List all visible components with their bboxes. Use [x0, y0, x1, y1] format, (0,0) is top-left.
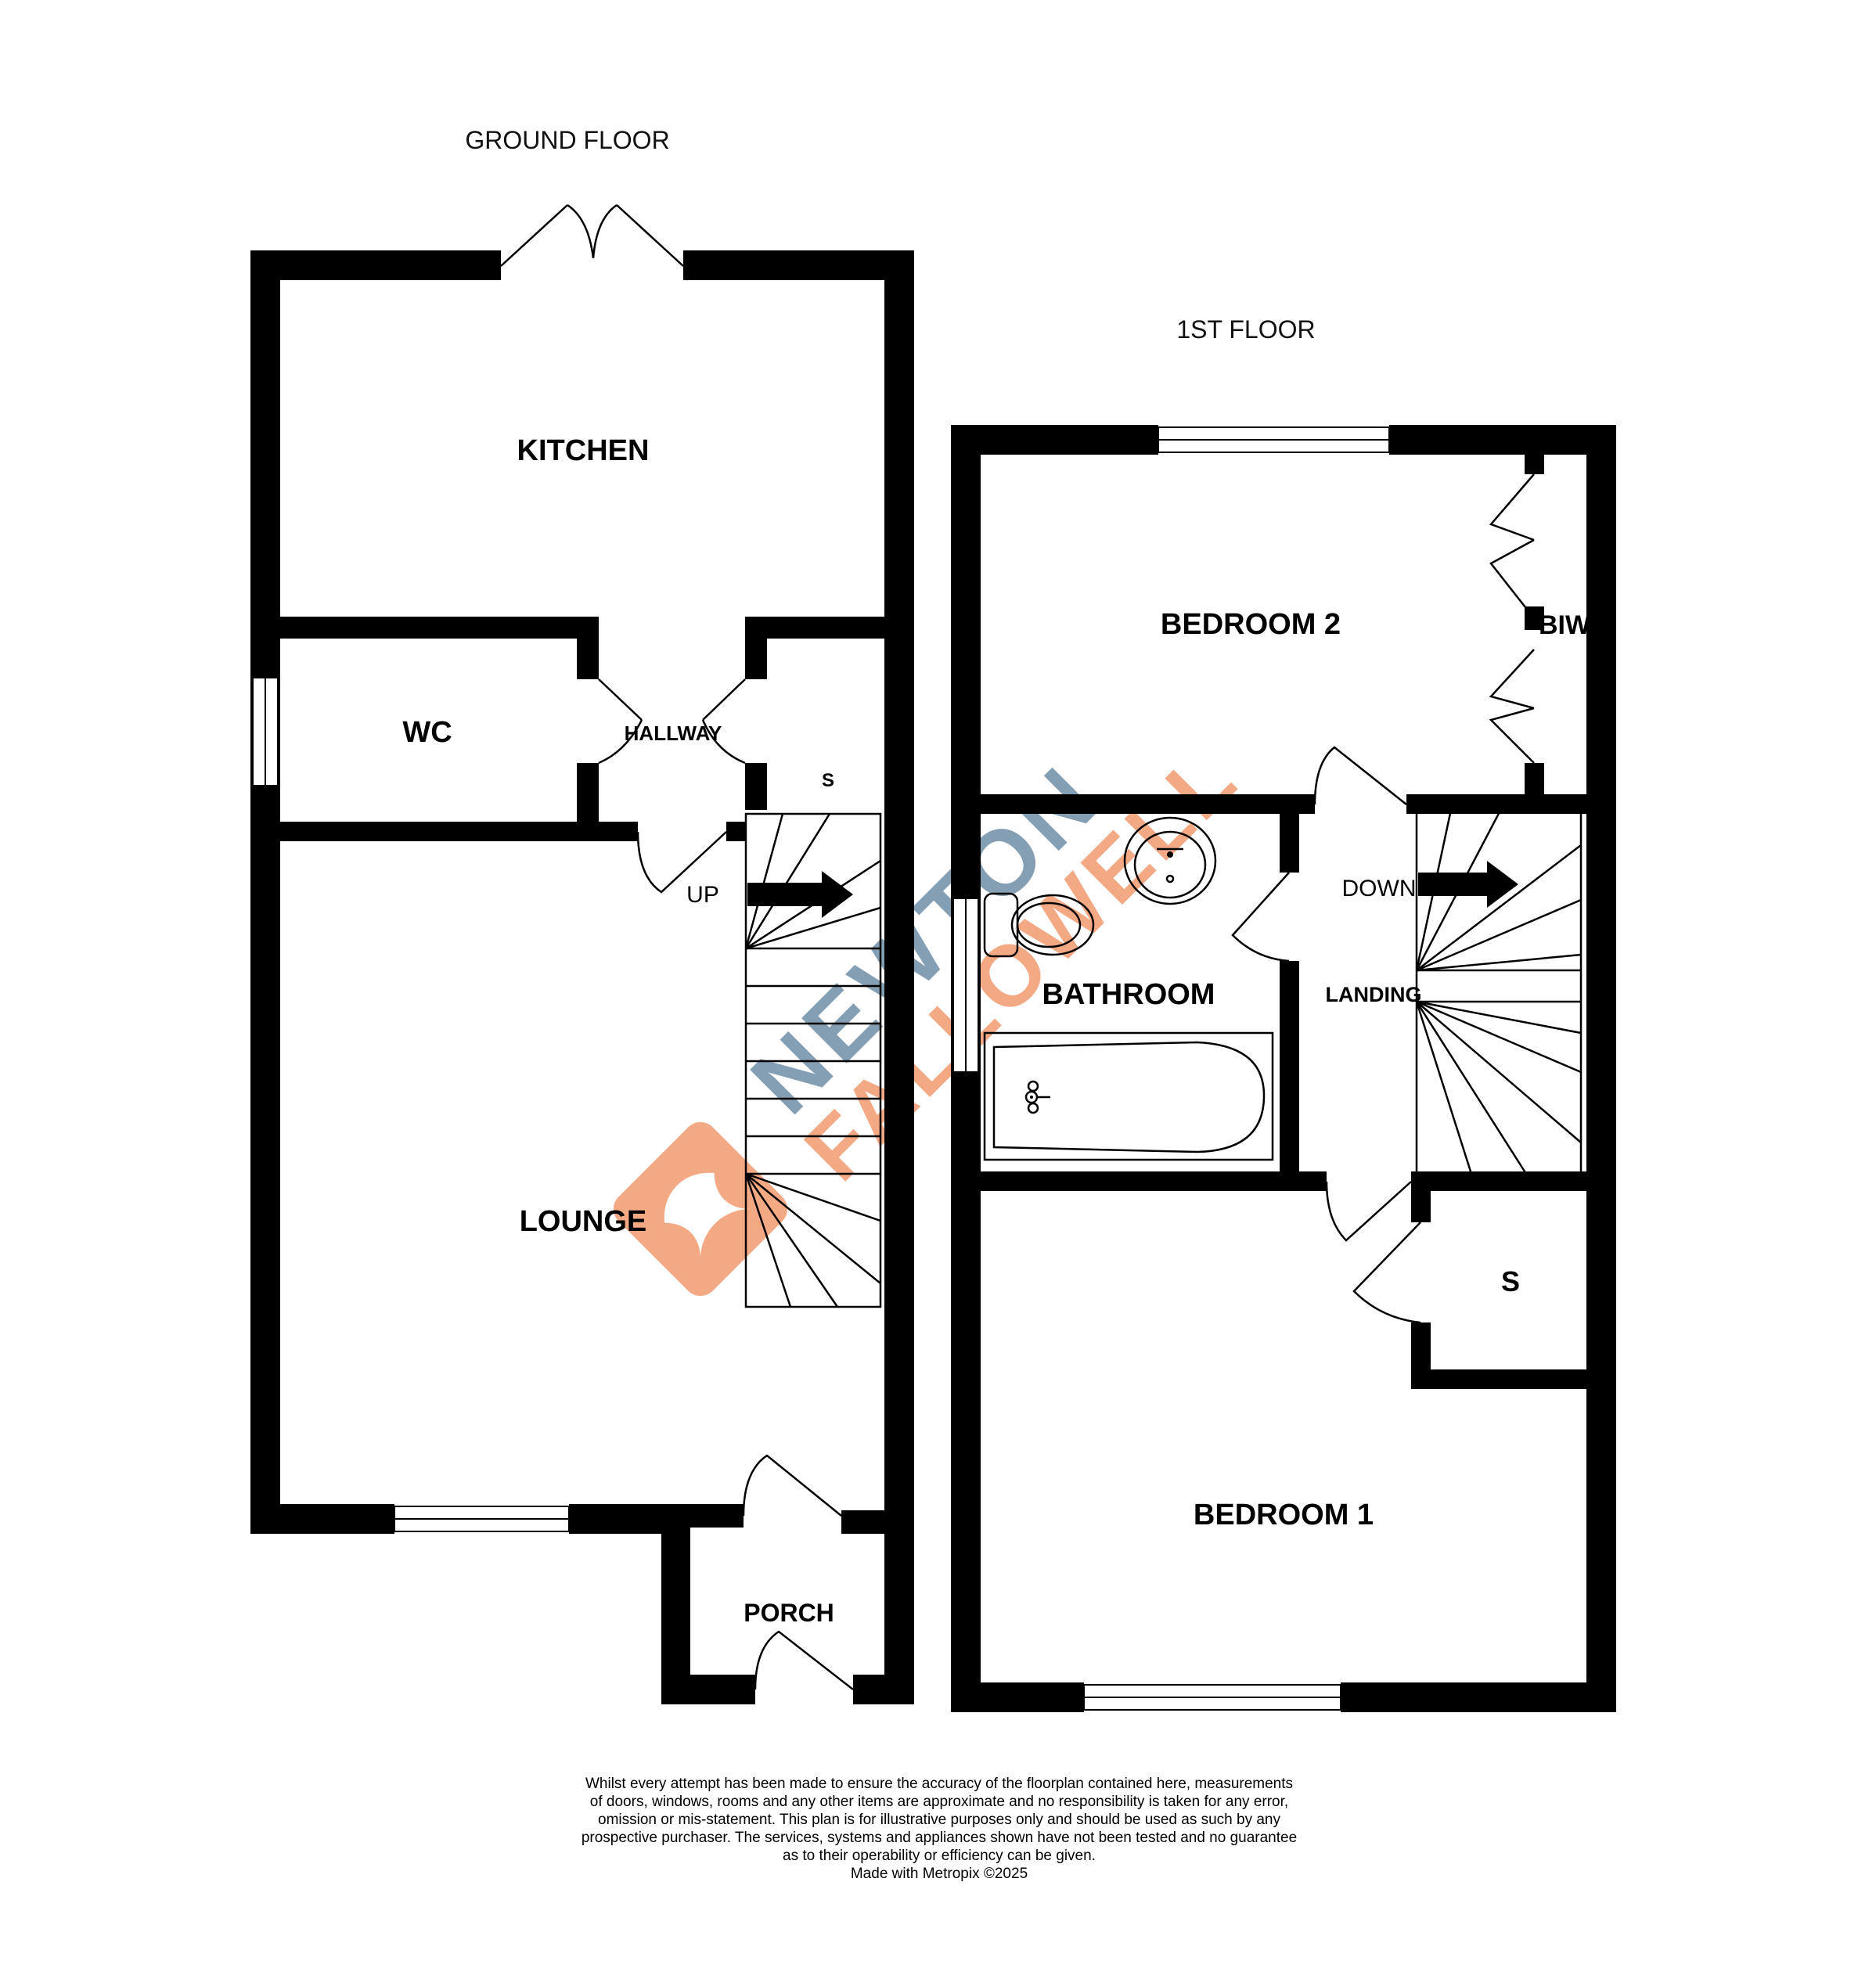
first-floor-stairs — [1415, 804, 1583, 1175]
disclaimer-line: as to their operability or efficiency ca… — [783, 1848, 1096, 1864]
ground-floor-doors — [500, 203, 854, 1690]
first-floor-title: 1ST FLOOR — [1176, 315, 1315, 344]
room-label-kitchen: KITCHEN — [517, 434, 650, 467]
metropix-credit: Made with Metropix ©2025 — [850, 1866, 1028, 1882]
disclaimer-line: Whilst every attempt has been made to en… — [585, 1776, 1294, 1792]
room-label-lounge: LOUNGE — [520, 1205, 647, 1238]
disclaimer-line: of doors, windows, rooms and any other i… — [589, 1794, 1289, 1810]
room-label-wc: WC — [402, 716, 452, 749]
stairs-up-label: UP — [686, 882, 719, 908]
toilet-icon — [983, 892, 1095, 958]
room-label-store-first: S — [1501, 1265, 1520, 1297]
ground-floor-walls — [250, 250, 914, 1704]
disclaimer-line: prospective purchaser. The services, sys… — [581, 1830, 1298, 1846]
room-label-biw: BIW — [1539, 610, 1591, 640]
disclaimer: Whilst every attempt has been made to en… — [509, 1775, 1370, 1883]
stairs-down-label: DOWN — [1342, 876, 1417, 901]
ground-floor-title: GROUND FLOOR — [465, 126, 669, 154]
first-floor: 1ST FLOOR — [951, 315, 1616, 1712]
bath-icon — [983, 1031, 1274, 1161]
disclaimer-line: omission or mis-statement. This plan is … — [598, 1812, 1280, 1828]
ground-floor-stairs — [744, 812, 882, 1308]
room-label-bathroom: BATHROOM — [1042, 978, 1215, 1011]
room-label-porch: PORCH — [744, 1599, 834, 1627]
basin-icon — [1123, 816, 1217, 905]
room-label-bedroom2: BEDROOM 2 — [1161, 608, 1341, 641]
room-label-landing: LANDING — [1326, 983, 1422, 1006]
room-label-hallway: HALLWAY — [625, 722, 722, 745]
room-label-store-ground: S — [822, 770, 834, 791]
first-floor-doors — [1231, 473, 1535, 1324]
room-label-bedroom1: BEDROOM 1 — [1194, 1499, 1374, 1531]
bathroom-fixtures — [983, 816, 1274, 1161]
ground-floor: GROUND FLOOR — [250, 126, 914, 1704]
watermark: NEWTON FALLOWELL — [613, 729, 1256, 1297]
